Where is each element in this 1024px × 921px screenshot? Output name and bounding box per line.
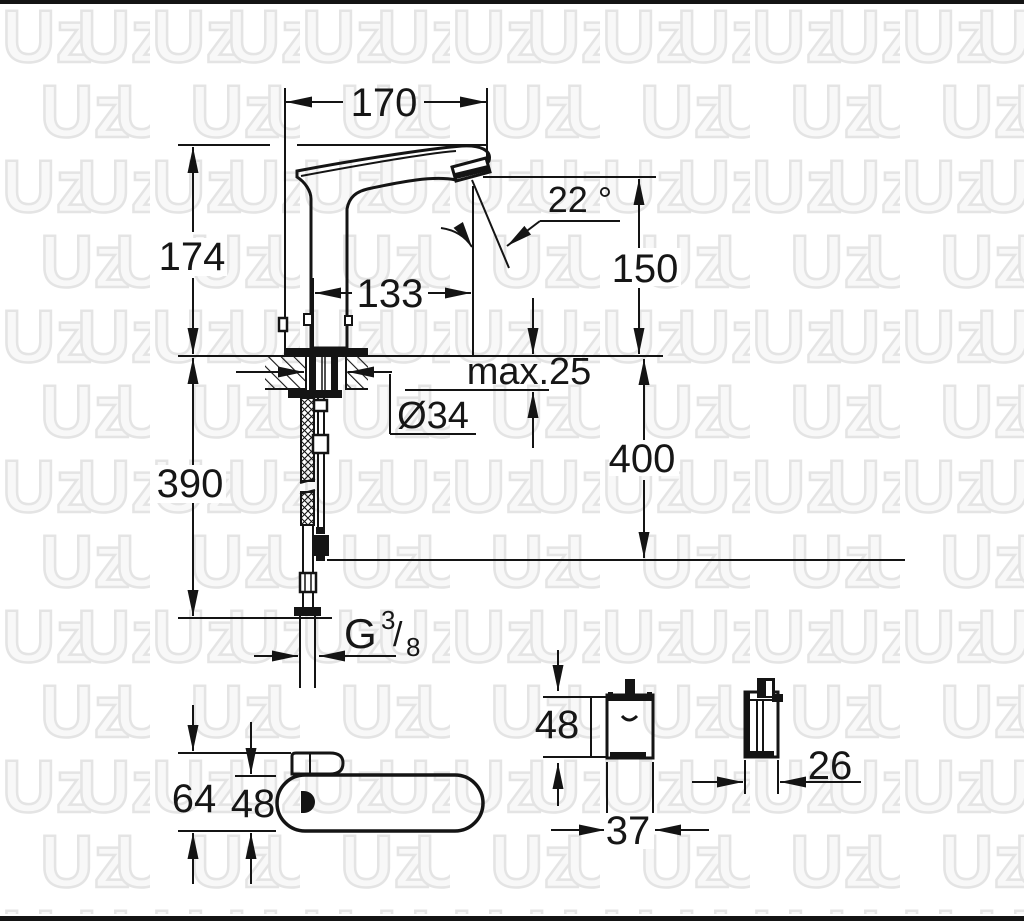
faucet-top-view: 64 48 — [172, 705, 485, 884]
dim-box-depth-label: 26 — [808, 744, 853, 788]
dim-hose-length-label: 400 — [609, 437, 676, 481]
base-flange — [284, 348, 368, 356]
thread-numerator-label: 3 — [381, 605, 395, 635]
shank-nut — [294, 607, 321, 616]
faucet-base-outline — [275, 773, 485, 833]
dimension-annotations: 170 174 390 150 400 133 max.25 Ø34 — [154, 81, 681, 662]
dim-below-deck-label: 390 — [157, 462, 224, 506]
dim-hole-diameter-label: Ø34 — [397, 395, 469, 437]
thread-denominator-label: 8 — [406, 632, 420, 662]
dim-base-body-label: 48 — [231, 782, 276, 826]
box-clip-mark — [620, 714, 639, 722]
dim-spray-angle-label: 22 ° — [548, 179, 612, 220]
temperature-lever — [290, 751, 345, 776]
uz-watermark-layer — [0, 6, 1024, 914]
box-top-nub — [625, 679, 635, 696]
bottom-border-bar — [0, 916, 1024, 921]
dim-outlet-height-label: 150 — [612, 247, 679, 291]
thread-size-g-label: G — [344, 610, 377, 657]
dim-height-label: 174 — [159, 235, 226, 279]
dim-box-width-label: 37 — [606, 809, 651, 853]
faucet-side-view — [295, 144, 510, 350]
hose-end-plug — [312, 535, 329, 556]
top-border-bar — [0, 0, 1024, 4]
dim-outlet-offset-label: 133 — [357, 272, 424, 316]
supply-hose — [294, 397, 330, 688]
mounting-washer — [288, 390, 342, 398]
dim-deck-thickness-label: max.25 — [467, 351, 592, 393]
spray-adjust-arrow — [440, 222, 473, 248]
control-box-front-view: 48 37 — [535, 650, 709, 853]
spray-direction-line — [471, 179, 510, 269]
thread-slash-label: / — [393, 616, 403, 654]
dim-box-height-label: 48 — [535, 703, 580, 747]
sensor-window — [301, 791, 315, 813]
dim-base-overall-label: 64 — [172, 777, 217, 821]
control-box-side-view: 26 — [692, 678, 861, 794]
dim-spout-reach-label: 170 — [351, 81, 418, 125]
